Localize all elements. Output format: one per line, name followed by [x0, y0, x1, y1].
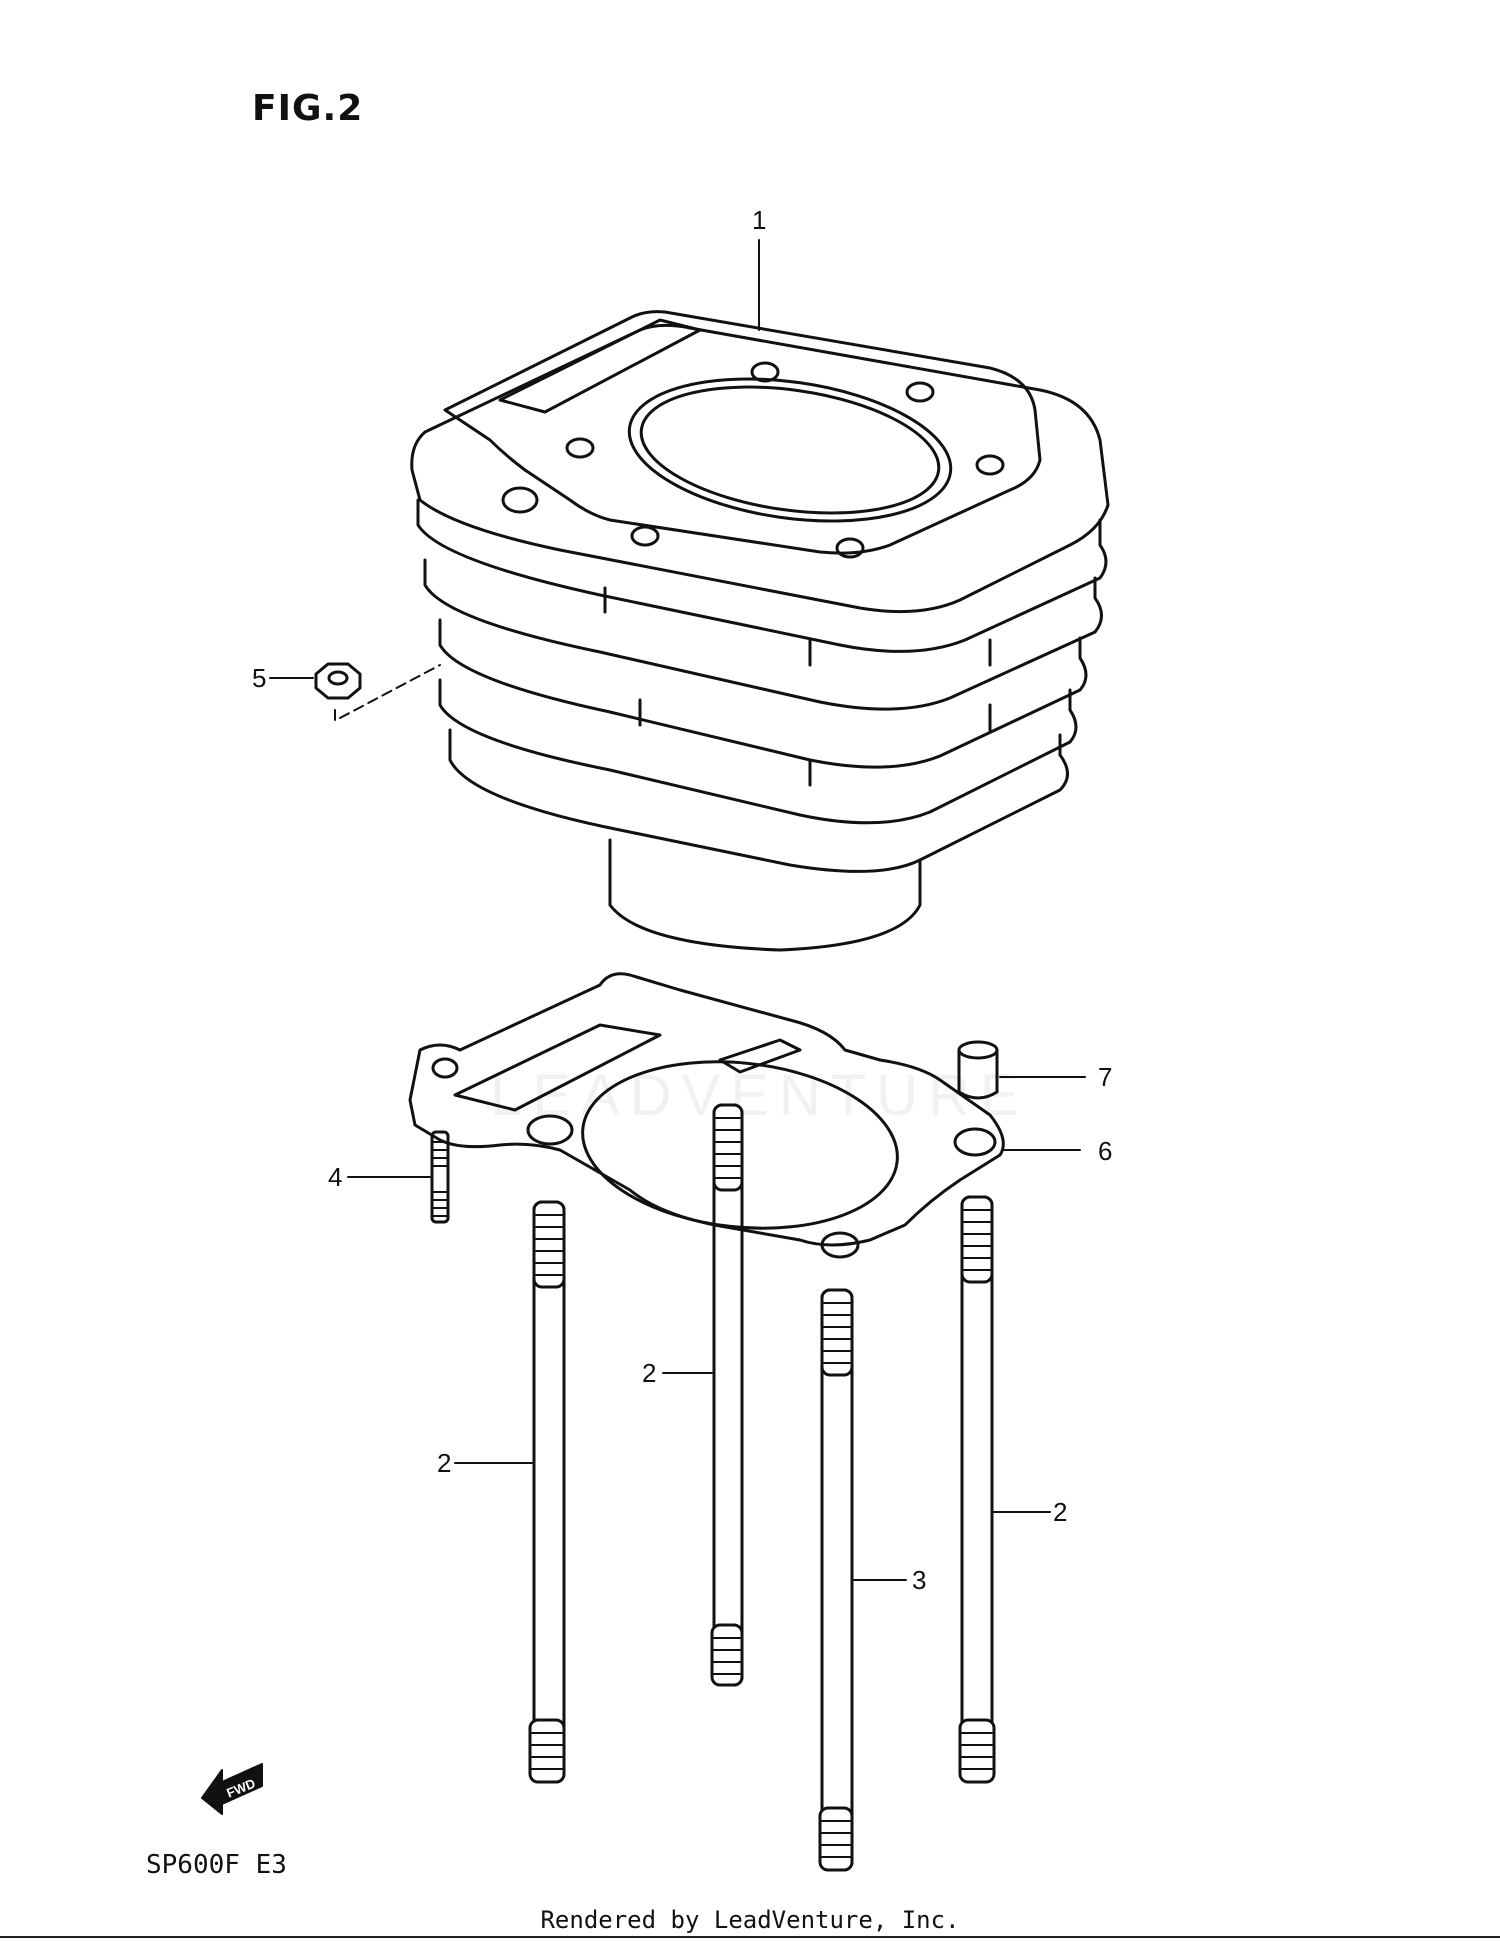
short-stud — [430, 1130, 450, 1224]
figure-title: FIG.2 — [252, 88, 364, 129]
callout-1: 1 — [752, 205, 767, 235]
callout-3: 3 — [912, 1565, 927, 1595]
callout-2-center: 2 — [642, 1358, 657, 1388]
base-gasket — [408, 972, 1005, 1259]
stud-left — [528, 1200, 566, 1784]
dowel-pin — [957, 1040, 999, 1100]
callout-4: 4 — [328, 1162, 343, 1192]
leader-line-5-to-cylinder — [334, 664, 441, 721]
callout-5: 5 — [252, 663, 267, 693]
nut-part-5 — [314, 662, 362, 700]
callout-6: 6 — [1098, 1136, 1113, 1166]
callout-7: 7 — [1098, 1062, 1113, 1092]
model-code: SP600F E3 — [146, 1850, 287, 1880]
stud-front — [818, 1288, 854, 1872]
stud-right — [958, 1195, 996, 1784]
fwd-arrow-icon: FWD — [201, 1763, 263, 1815]
callout-2-right: 2 — [1053, 1497, 1068, 1527]
callout-2-left: 2 — [437, 1448, 452, 1478]
footer-divider — [0, 1936, 1500, 1938]
stud-center — [710, 1103, 744, 1687]
footer-credit: Rendered by LeadVenture, Inc. — [540, 1906, 960, 1934]
cylinder-block — [410, 310, 1110, 952]
